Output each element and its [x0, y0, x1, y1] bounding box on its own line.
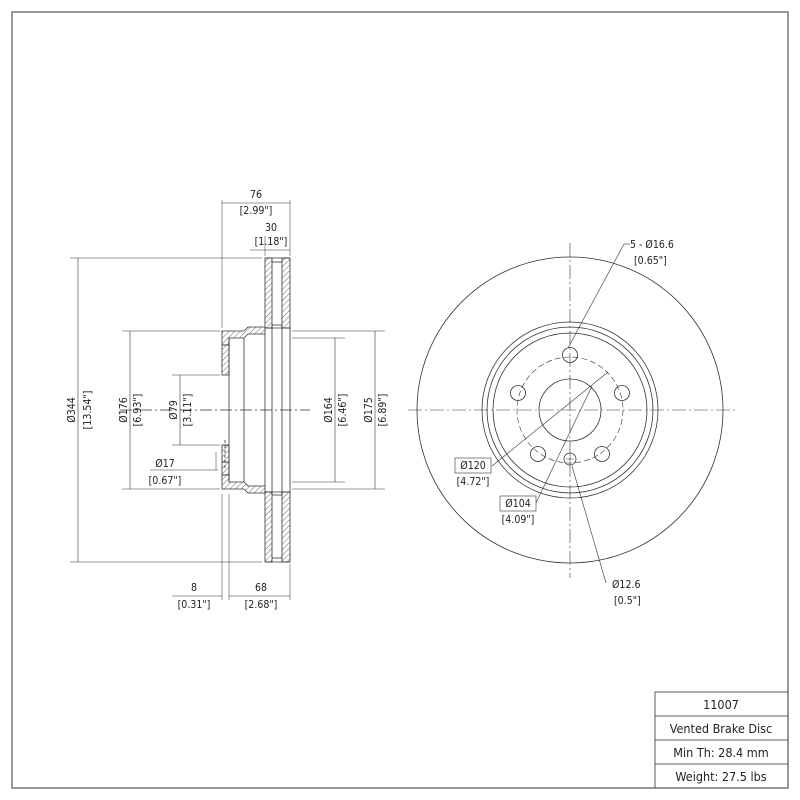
center-bore-inch: [3.11"]	[182, 394, 194, 427]
min-thickness: Min Th: 28.4 mm	[673, 745, 768, 760]
bolt-holes-label: 5 - Ø16.6	[630, 239, 674, 251]
inner-diameter-inch: [6.46"]	[337, 394, 349, 427]
bolt-hole	[530, 446, 546, 462]
title-block-text: 11007 Vented Brake Disc Min Th: 28.4 mm …	[670, 697, 772, 784]
hub-pilot-label: Ø17	[155, 458, 174, 470]
front-view	[408, 243, 738, 584]
overall-width-inch: [2.99"]	[240, 205, 273, 217]
pilot-circle-inch: [4.09"]	[502, 514, 535, 526]
part-description: Vented Brake Disc	[670, 721, 772, 736]
side-view	[70, 200, 385, 600]
hat-height-inch: [2.68"]	[245, 599, 278, 611]
hat-diameter-label: Ø176	[118, 397, 130, 422]
pilot-circle-label: Ø104	[505, 498, 530, 510]
side-view-labels: 76 [2.99"] 30 [1.18"] Ø344 [13.54"] Ø176…	[66, 189, 389, 611]
front-view-labels: 5 - Ø16.6 [0.65"] Ø120 [4.72"] Ø104 [4.0…	[457, 239, 674, 607]
locator-hole	[563, 452, 577, 466]
center-bore-circle	[538, 378, 602, 442]
friction-inner-label: Ø175	[363, 397, 375, 422]
outer-diameter-label: Ø344	[66, 397, 78, 422]
bolt-hole	[614, 385, 630, 401]
outer-diameter-inch: [13.54"]	[82, 391, 94, 430]
disc-outer-edge	[416, 256, 724, 564]
hub-pilot-inch: [0.67"]	[149, 475, 182, 487]
friction-inner-ring-2	[486, 326, 654, 494]
center-bore-label: Ø79	[168, 400, 180, 419]
drawing-frame	[11, 11, 789, 789]
part-number: 11007	[703, 697, 739, 712]
inner-diameter-label: Ø164	[323, 397, 335, 422]
friction-inner-inch: [6.89"]	[377, 394, 389, 427]
bolt-hole	[594, 446, 610, 462]
disc-thickness-label: 30	[265, 222, 277, 234]
bolt-hole	[562, 347, 578, 363]
disc-thickness-inch: [1.18"]	[255, 236, 288, 248]
title-block	[654, 691, 789, 789]
locator-hole-inch: [0.5"]	[614, 595, 641, 607]
weight: Weight: 27.5 lbs	[675, 769, 766, 784]
hat-height-label: 68	[255, 582, 267, 594]
friction-inner-ring-1	[481, 321, 659, 499]
hat-diameter-inch: [6.93"]	[132, 394, 144, 427]
hat-flange-inch: [0.31"]	[178, 599, 211, 611]
bolt-hole	[510, 385, 526, 401]
hat-outer-ring	[492, 332, 648, 488]
locator-hole-label: Ø12.6	[612, 579, 640, 591]
bolt-holes-inch: [0.65"]	[634, 255, 667, 267]
bolt-circle-label: Ø120	[460, 460, 485, 472]
bolt-circle-inch: [4.72"]	[457, 476, 490, 488]
overall-width-label: 76	[250, 189, 262, 201]
hat-flange-label: 8	[191, 582, 197, 594]
